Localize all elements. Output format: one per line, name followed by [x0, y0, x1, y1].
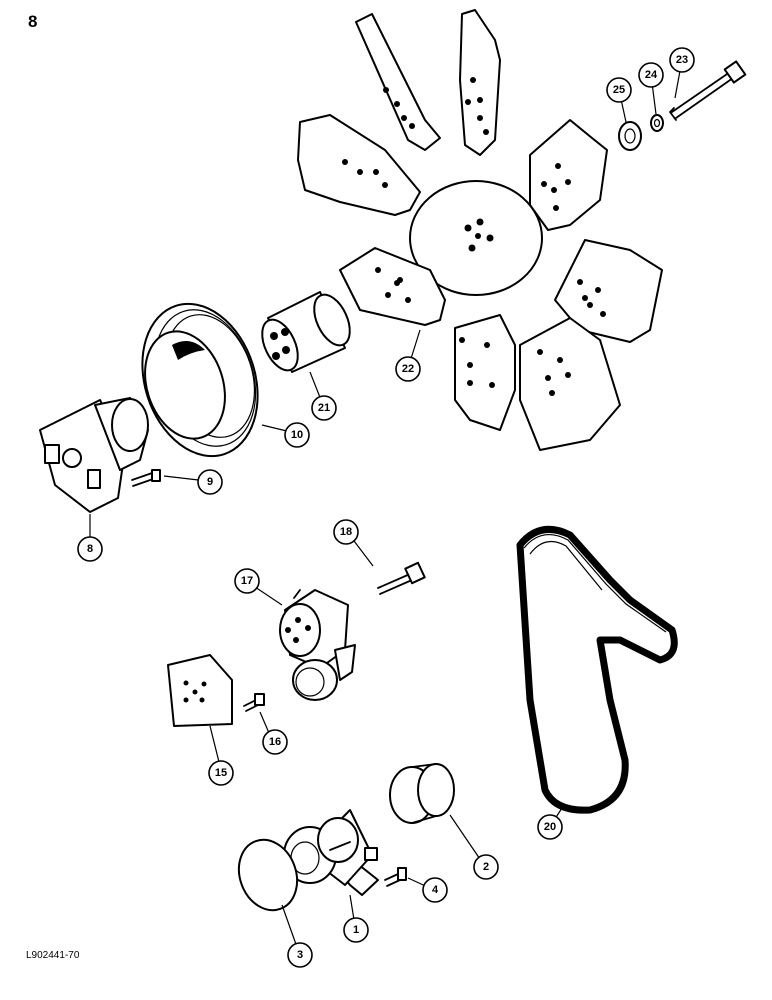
svg-text:20: 20: [544, 821, 556, 833]
callout-25: 25: [606, 77, 632, 103]
fan-blade: [554, 239, 663, 343]
svg-text:25: 25: [613, 84, 625, 96]
svg-text:16: 16: [269, 736, 281, 748]
mounting-plate-15: [167, 654, 233, 727]
callout-3: 3: [287, 942, 313, 968]
svg-text:10: 10: [291, 429, 303, 441]
fan-blade: [454, 314, 516, 431]
figure-code: L902441-70: [26, 950, 80, 961]
fan-blade: [519, 317, 621, 451]
svg-text:8: 8: [87, 543, 93, 555]
callout-8: 8: [77, 536, 103, 562]
svg-text:22: 22: [402, 363, 414, 375]
callout-9: 9: [197, 469, 223, 495]
callout-23: 23: [669, 47, 695, 73]
tensioner-17: [279, 589, 356, 701]
seal-ring-3: [237, 838, 299, 912]
fan-spacer-21: [261, 291, 351, 373]
callout-4: 4: [422, 877, 448, 903]
cap-screw-16: [243, 693, 265, 712]
svg-text:1: 1: [353, 924, 359, 936]
svg-text:23: 23: [676, 54, 688, 66]
callout-16: 16: [262, 729, 288, 755]
washer-24: [650, 114, 664, 132]
svg-text:9: 9: [207, 476, 213, 488]
page-number: 8: [28, 12, 38, 31]
cap-screw-4: [384, 867, 407, 887]
bolt-23: [669, 60, 747, 121]
drive-belt-20: [516, 525, 678, 814]
svg-text:24: 24: [645, 69, 658, 81]
callout-17: 17: [234, 568, 260, 594]
cap-screw-9: [131, 469, 161, 487]
fan-assembly: [297, 9, 663, 451]
fan-blade: [339, 247, 446, 326]
fan-blade: [459, 9, 501, 156]
svg-text:3: 3: [297, 949, 303, 961]
callout-20: 20: [537, 814, 563, 840]
fan-support-8: [39, 397, 149, 513]
svg-text:4: 4: [432, 884, 439, 896]
pulley-10: [141, 302, 259, 458]
callout-1: 1: [343, 917, 369, 943]
svg-text:18: 18: [340, 526, 352, 538]
callout-24: 24: [638, 62, 664, 88]
water-pump-1: [283, 809, 379, 896]
callout-10: 10: [284, 422, 310, 448]
callout-15: 15: [208, 760, 234, 786]
sleeve-2: [389, 763, 455, 824]
svg-text:15: 15: [215, 767, 227, 779]
callout-2: 2: [473, 854, 499, 880]
fan-blade: [297, 114, 421, 216]
washer-25: [618, 121, 642, 151]
fan-blade: [529, 119, 608, 231]
fan-blade: [355, 13, 441, 151]
callout-21: 21: [311, 395, 337, 421]
svg-text:21: 21: [318, 402, 330, 414]
svg-text:2: 2: [483, 861, 489, 873]
callout-18: 18: [333, 519, 359, 545]
callout-22: 22: [395, 356, 421, 382]
bolt-18: [377, 561, 426, 595]
svg-text:17: 17: [241, 575, 253, 587]
